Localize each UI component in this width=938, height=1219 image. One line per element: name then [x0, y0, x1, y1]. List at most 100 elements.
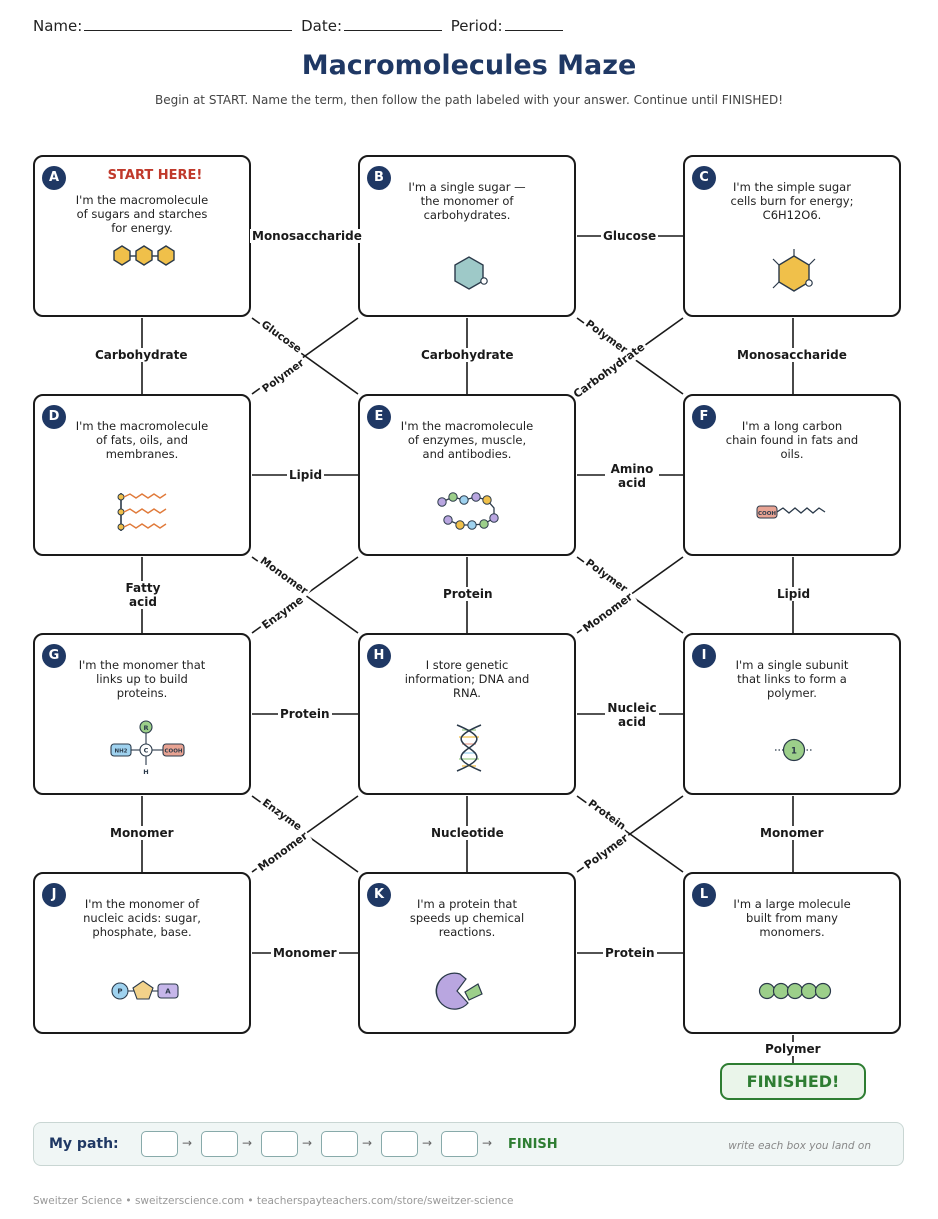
- box-clue: I'm the monomer that links up to build p…: [78, 658, 206, 700]
- polymer-chain-icon: [758, 982, 832, 1000]
- phosphate-label: P: [117, 988, 122, 996]
- name-blank[interactable]: [84, 16, 293, 31]
- footer-credit: Sweitzer Science • sweitzerscience.com •…: [33, 1195, 514, 1207]
- path-slot-6[interactable]: [441, 1131, 478, 1157]
- amino-h-label: H: [143, 768, 148, 776]
- box-letter-badge: L: [692, 883, 716, 907]
- arrow-icon: →: [422, 1136, 433, 1150]
- path-finish-label: FINISH: [508, 1137, 558, 1152]
- box-letter-badge: B: [367, 166, 391, 190]
- maze-box-b[interactable]: B I'm a single sugar — the monomer of ca…: [358, 155, 576, 317]
- path-slot-2[interactable]: [201, 1131, 238, 1157]
- fatty-acid-icon: COOH: [756, 505, 826, 519]
- box-clue: I'm the macromolecule of enzymes, muscle…: [400, 419, 534, 461]
- student-header: Name: Date: Period:: [33, 16, 567, 35]
- path-label-b-c: Glucose: [601, 229, 659, 243]
- date-blank[interactable]: [344, 16, 442, 31]
- box-letter-badge: A: [42, 166, 66, 190]
- path-label-l-finish: Polymer: [763, 1042, 823, 1056]
- path-label-h-i: Nucleic acid: [605, 701, 659, 729]
- box-clue: I'm a long carbon chain found in fats an…: [725, 419, 859, 461]
- path-slot-4[interactable]: [321, 1131, 358, 1157]
- glucose-ring-icon: [772, 249, 816, 292]
- maze-box-i[interactable]: I I'm a single subunit that links to for…: [683, 633, 901, 795]
- protein-chain-icon: [437, 492, 499, 530]
- path-label-g-h: Protein: [278, 707, 332, 721]
- box-letter-badge: K: [367, 883, 391, 907]
- arrow-icon: →: [302, 1136, 313, 1150]
- box-clue: I'm a large molecule built from many mon…: [733, 897, 851, 939]
- start-label: START HERE!: [107, 168, 203, 183]
- maze-box-k[interactable]: K I'm a protein that speeds up chemical …: [358, 872, 576, 1034]
- path-label-i-l: Monomer: [758, 826, 826, 840]
- enzyme-icon: [435, 972, 483, 1010]
- maze-box-c[interactable]: C I'm the simple sugar cells burn for en…: [683, 155, 901, 317]
- box-letter-badge: D: [42, 405, 66, 429]
- my-path-label: My path:: [49, 1136, 119, 1152]
- maze-box-f[interactable]: F I'm a long carbon chain found in fats …: [683, 394, 901, 556]
- maze-box-a[interactable]: A START HERE! I'm the macromolecule of s…: [33, 155, 251, 317]
- box-letter-badge: G: [42, 644, 66, 668]
- path-slot-5[interactable]: [381, 1131, 418, 1157]
- maze-box-g[interactable]: G I'm the monomer that links up to build…: [33, 633, 251, 795]
- box-letter-badge: E: [367, 405, 391, 429]
- arrow-icon: →: [482, 1136, 493, 1150]
- cooh-label: COOH: [758, 511, 776, 517]
- box-letter-badge: J: [42, 883, 66, 907]
- amino-r-label: R: [143, 724, 148, 732]
- path-slot-1[interactable]: [141, 1131, 178, 1157]
- path-label-c-f: Monosaccharide: [735, 348, 849, 362]
- path-label-g-j: Monomer: [108, 826, 176, 840]
- box-letter-badge: H: [367, 644, 391, 668]
- monomer-bead-icon: 1: [775, 738, 813, 762]
- box-letter-badge: I: [692, 644, 716, 668]
- maze-box-h[interactable]: H I store genetic information; DNA and R…: [358, 633, 576, 795]
- finished-box: FINISHED!: [720, 1063, 866, 1100]
- maze-box-l[interactable]: L I'm a large molecule built from many m…: [683, 872, 901, 1034]
- box-clue: I'm a protein that speeds up chemical re…: [409, 897, 525, 939]
- monosaccharide-ring-icon: [454, 256, 488, 290]
- path-slot-3[interactable]: [261, 1131, 298, 1157]
- box-clue: I'm the macromolecule of sugars and star…: [75, 193, 209, 235]
- date-label: Date:: [301, 17, 342, 35]
- period-blank[interactable]: [504, 16, 563, 31]
- box-clue: I'm a single subunit that links to form …: [735, 658, 849, 700]
- instructions: Begin at START. Name the term, then foll…: [154, 93, 784, 107]
- box-clue: I'm the simple sugar cells burn for ener…: [730, 180, 854, 222]
- arrow-icon: →: [182, 1136, 193, 1150]
- maze-box-j[interactable]: J I'm the monomer of nucleic acids: suga…: [33, 872, 251, 1034]
- path-label-b-e: Carbohydrate: [419, 348, 516, 362]
- maze-box-d[interactable]: D I'm the macromolecule of fats, oils, a…: [33, 394, 251, 556]
- amino-acid-icon: R NH2 C COOH H: [110, 720, 185, 776]
- path-label-e-f: Amino acid: [605, 462, 659, 490]
- box-letter-badge: F: [692, 405, 716, 429]
- box-clue: I store genetic information; DNA and RNA…: [404, 658, 530, 700]
- box-clue: I'm a single sugar — the monomer of carb…: [408, 180, 526, 222]
- dna-helix-icon: [456, 724, 482, 772]
- page-title: Macromolecules Maze: [301, 50, 637, 81]
- path-label-j-k: Monomer: [271, 946, 339, 960]
- box-letter-badge: C: [692, 166, 716, 190]
- path-label-d-e: Lipid: [287, 468, 325, 482]
- path-label-e-h: Protein: [441, 587, 495, 601]
- path-note: write each box you land on: [728, 1140, 871, 1152]
- period-label: Period:: [450, 17, 503, 35]
- path-label-a-b: Monosaccharide: [250, 229, 364, 243]
- monomer-number: 1: [791, 747, 797, 757]
- my-path-bar: My path: → → → → → → FINISH write each b…: [33, 1122, 904, 1166]
- path-label-d-g: Fatty acid: [117, 581, 169, 609]
- arrow-icon: →: [242, 1136, 253, 1150]
- path-label-k-l: Protein: [603, 946, 657, 960]
- path-label-f-i: Lipid: [775, 587, 813, 601]
- nucleotide-icon: P A: [111, 980, 179, 1000]
- amino-nh2-label: NH2: [114, 749, 127, 755]
- box-clue: I'm the macromolecule of fats, oils, and…: [75, 419, 209, 461]
- amino-cooh-label: COOH: [165, 749, 183, 755]
- box-clue: I'm the monomer of nucleic acids: sugar,…: [83, 897, 201, 939]
- path-label-a-d: Carbohydrate: [93, 348, 190, 362]
- maze-box-e[interactable]: E I'm the macromolecule of enzymes, musc…: [358, 394, 576, 556]
- lipid-icon: [117, 493, 167, 531]
- base-label: A: [165, 988, 171, 996]
- name-label: Name:: [33, 17, 83, 35]
- starch-chain-icon: [113, 245, 175, 266]
